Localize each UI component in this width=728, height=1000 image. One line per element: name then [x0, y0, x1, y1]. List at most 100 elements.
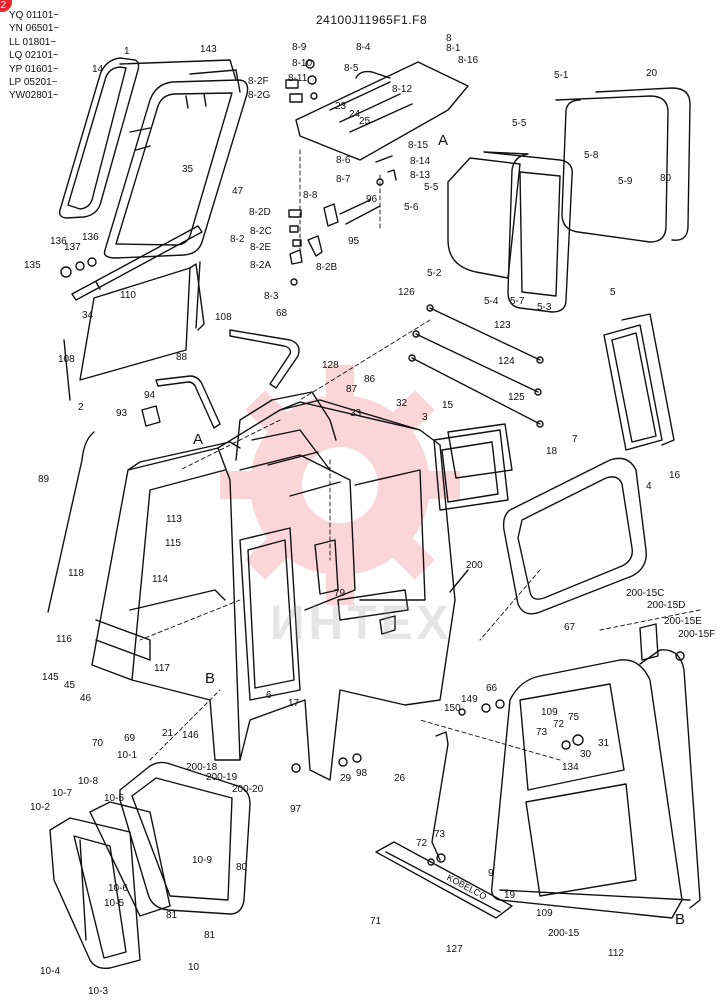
part-callout: 134: [562, 762, 579, 773]
part-callout: 118: [68, 568, 84, 579]
part-callout: 200-15: [548, 928, 580, 939]
part-callout: 19: [504, 890, 516, 901]
part-callout: 10-4: [40, 966, 61, 977]
serial-item: LQ 02101~: [9, 50, 59, 62]
right-side-glass: [603, 313, 675, 451]
part-callout: 200: [466, 560, 483, 571]
part-callout: 112: [608, 948, 624, 959]
part-callout: 8-1: [446, 43, 461, 54]
part-callout: 8-2: [230, 234, 245, 245]
part-callout: 113: [166, 514, 182, 525]
part-callout: 9: [488, 868, 494, 879]
part-callout: 5-6: [404, 202, 419, 213]
gas-strut: [339, 199, 381, 225]
part-callout: 94: [144, 390, 156, 401]
part-callout: 34: [82, 310, 94, 321]
part-callout: 127: [446, 944, 463, 955]
part-callout: 8-10: [292, 58, 313, 69]
serial-item: LP 05201~: [9, 77, 58, 89]
small-brackets: [285, 59, 397, 286]
part-callout: 31: [598, 738, 610, 749]
part-callout: 8-9: [292, 42, 307, 53]
part-callout: 200-15E: [664, 616, 702, 627]
part-callout: 109: [536, 908, 553, 919]
part-callout: 5-5: [512, 118, 527, 129]
part-callout: 20: [646, 68, 658, 79]
part-callout: 10: [188, 962, 200, 973]
right-side-window: [447, 87, 691, 313]
watermark-text: ИНТЕХ: [270, 597, 453, 650]
part-callout: 5-4: [484, 296, 499, 307]
part-callout: 29: [340, 773, 352, 784]
part-callout: 8-3: [264, 291, 279, 302]
weather-seals: [47, 261, 201, 613]
part-callout: 16: [669, 470, 681, 481]
part-callout: 125: [508, 392, 525, 403]
part-callout: 200-20: [232, 784, 264, 795]
part-callout: 97: [290, 804, 302, 815]
part-callout: 8-2C: [250, 226, 272, 237]
part-callout: 126: [398, 287, 415, 298]
part-callout: 73: [434, 829, 446, 840]
part-callout: 10-7: [52, 788, 73, 799]
part-callout: 109: [541, 707, 558, 718]
part-callout: 98: [356, 768, 368, 779]
part-callout: 25: [359, 116, 371, 127]
part-callout: 10-1: [117, 750, 138, 761]
stay-rods: [408, 304, 544, 428]
part-callout: 8-2F: [248, 76, 269, 87]
part-callout: 6: [266, 690, 272, 701]
part-callout: 8-2B: [316, 262, 338, 273]
leader-lines: [139, 149, 701, 761]
part-callout: 110: [120, 290, 136, 301]
part-callout: 17: [288, 698, 300, 709]
part-callout: 200-15C: [626, 588, 665, 599]
part-callout: 8-5: [344, 63, 359, 74]
part-callout: 115: [165, 538, 181, 549]
part-callout: 150: [444, 703, 461, 714]
part-callout: 80: [236, 862, 248, 873]
serial-item: YW02801~: [9, 90, 59, 102]
rear-window: [502, 457, 647, 615]
part-callout: 8: [446, 33, 452, 44]
door-handle-rod: [431, 731, 449, 861]
part-callout: 30: [580, 749, 592, 760]
part-callout: 72: [553, 719, 565, 730]
drawing-id: 24100J11965F1.F8: [316, 13, 428, 27]
part-callout: 5-5: [424, 182, 439, 193]
serial-list: YQ 01101~ YN 06501~ LL 01801~ LQ 02101~ …: [9, 9, 59, 103]
part-callout: 5-2: [427, 268, 442, 279]
part-callout: 2: [78, 402, 84, 413]
part-callout: 8-14: [410, 156, 431, 167]
part-callout: 88: [176, 352, 188, 363]
part-callout: 96: [366, 194, 378, 205]
part-callout: 108: [58, 354, 75, 365]
part-callout: 46: [80, 693, 92, 704]
part-callout: 10-2: [30, 802, 51, 813]
part-callout: 10-6: [108, 883, 129, 894]
part-callout: 95: [348, 236, 360, 247]
part-callout: 8-15: [408, 140, 429, 151]
part-callout: A: [438, 132, 449, 149]
part-callout: 70: [92, 738, 104, 749]
part-callout: 5-9: [618, 176, 633, 187]
part-callout: 124: [498, 356, 515, 367]
part-callout: 116: [56, 634, 72, 645]
part-callout: 137: [64, 242, 81, 253]
part-callout: 135: [24, 260, 41, 271]
part-callout: 123: [494, 320, 511, 331]
part-callout: 143: [200, 44, 217, 55]
front-upper-window-frame: [58, 57, 249, 259]
serial-item: YP 01601~: [9, 63, 59, 75]
part-callout: 114: [152, 574, 168, 585]
part-callout: 128: [322, 360, 339, 371]
part-callout: 35: [182, 164, 194, 175]
serial-item: LL 01801~: [9, 36, 57, 48]
part-callout: 68: [276, 308, 288, 319]
part-callout: 8-6: [336, 155, 351, 166]
part-callout: 66: [486, 683, 498, 694]
part-callout: 108: [215, 312, 232, 323]
serial-item: YN 06501~: [9, 23, 60, 35]
part-callout: 89: [38, 474, 50, 485]
serial-item: YQ 01101~: [9, 10, 60, 21]
